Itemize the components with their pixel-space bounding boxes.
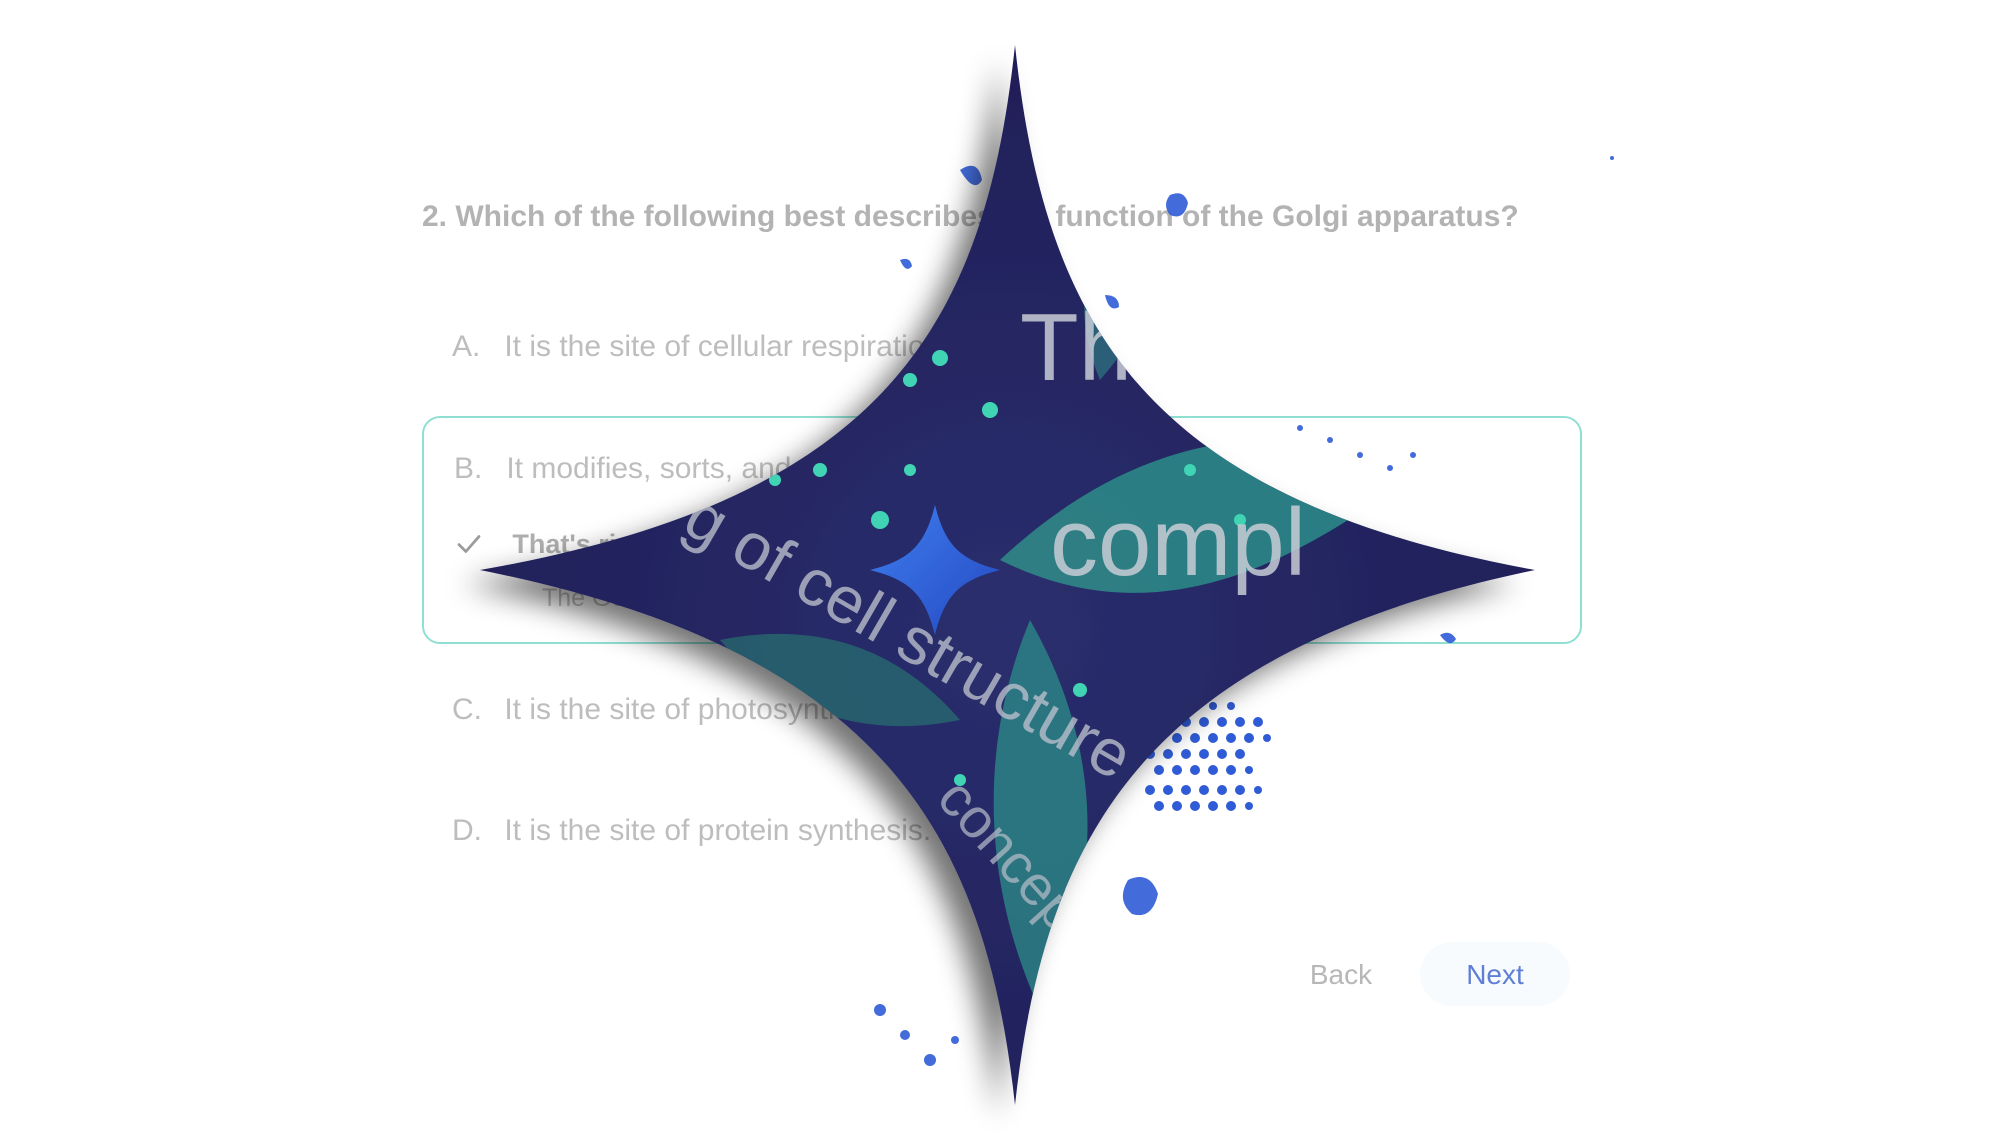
option-a[interactable]: A. It is the site of cellular respiratio…	[422, 330, 1582, 376]
option-letter: B.	[454, 452, 483, 485]
option-letter: D.	[452, 814, 482, 847]
back-button[interactable]: Back	[1286, 942, 1396, 1006]
option-text: It is the site of photosynthesis.	[504, 693, 907, 726]
option-letter: C.	[452, 693, 482, 726]
option-text: It is the site of cellular respiration.	[504, 330, 950, 363]
option-c[interactable]: C. It is the site of photosynthesis.	[422, 693, 1582, 739]
next-button[interactable]: Next	[1420, 942, 1570, 1006]
option-row: B. It modifies, sorts, and packages prot…	[424, 452, 1187, 486]
check-icon	[457, 535, 481, 553]
option-b-selected[interactable]: B. It modifies, sorts, and packages prot…	[422, 416, 1582, 644]
feedback-explanation: The Golgi apparatus acts like a post off…	[542, 584, 1137, 612]
answer-feedback: That's right! The Golgi apparatus acts l…	[454, 526, 1136, 612]
option-d[interactable]: D. It is the site of protein synthesis.	[422, 814, 1582, 860]
option-text: It modifies, sorts, and packages protein…	[506, 452, 1187, 485]
question-text: 2. Which of the following best describes…	[422, 200, 1519, 233]
option-text: It is the site of protein synthesis.	[504, 814, 932, 847]
feedback-title: That's right!	[512, 528, 668, 559]
option-letter: A.	[452, 330, 481, 363]
